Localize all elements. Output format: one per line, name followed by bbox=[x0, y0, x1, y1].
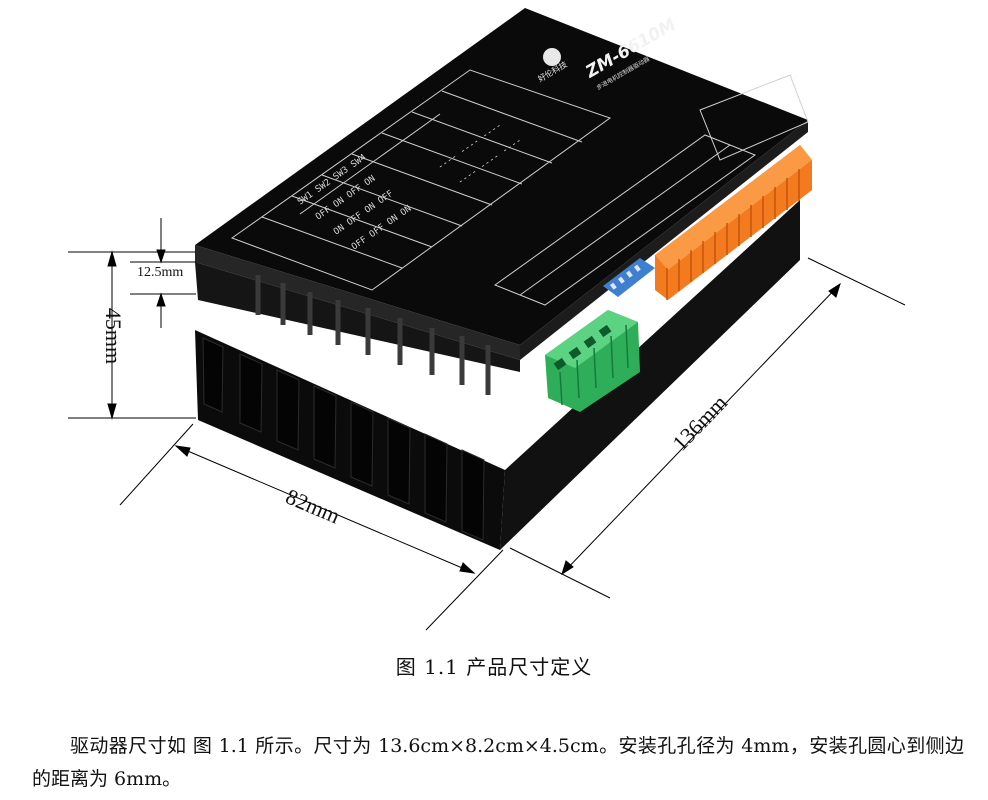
heatsink-fins bbox=[202, 337, 485, 541]
vent-slots bbox=[255, 275, 491, 395]
dip-switch bbox=[603, 258, 655, 297]
green-terminal-block bbox=[545, 310, 640, 412]
panel-printed-table bbox=[230, 69, 809, 306]
length-dimension-label: 136mm bbox=[667, 390, 732, 456]
body-paragraph: 驱动器尺寸如 图 1.1 所示。尺寸为 13.6cm×8.2cm×4.5cm。安… bbox=[32, 735, 964, 790]
driver-device-photo: SW1 SW2 SW3 SW4 OFF ON OFF ON ON OFF ON … bbox=[195, 8, 812, 550]
width-dimension-label: 82mm bbox=[282, 484, 344, 529]
dimension-lines bbox=[68, 218, 906, 631]
figure-caption: 图 1.1 产品尺寸定义 bbox=[395, 655, 593, 679]
height-dimension-label: 45mm bbox=[101, 308, 126, 364]
brand-logo-icon bbox=[543, 48, 561, 66]
product-dimension-figure: SW1 SW2 SW3 SW4 OFF ON OFF ON ON OFF ON … bbox=[68, 8, 906, 631]
orange-terminal-block bbox=[655, 145, 812, 300]
step-dimension-label: 12.5mm bbox=[137, 265, 183, 280]
